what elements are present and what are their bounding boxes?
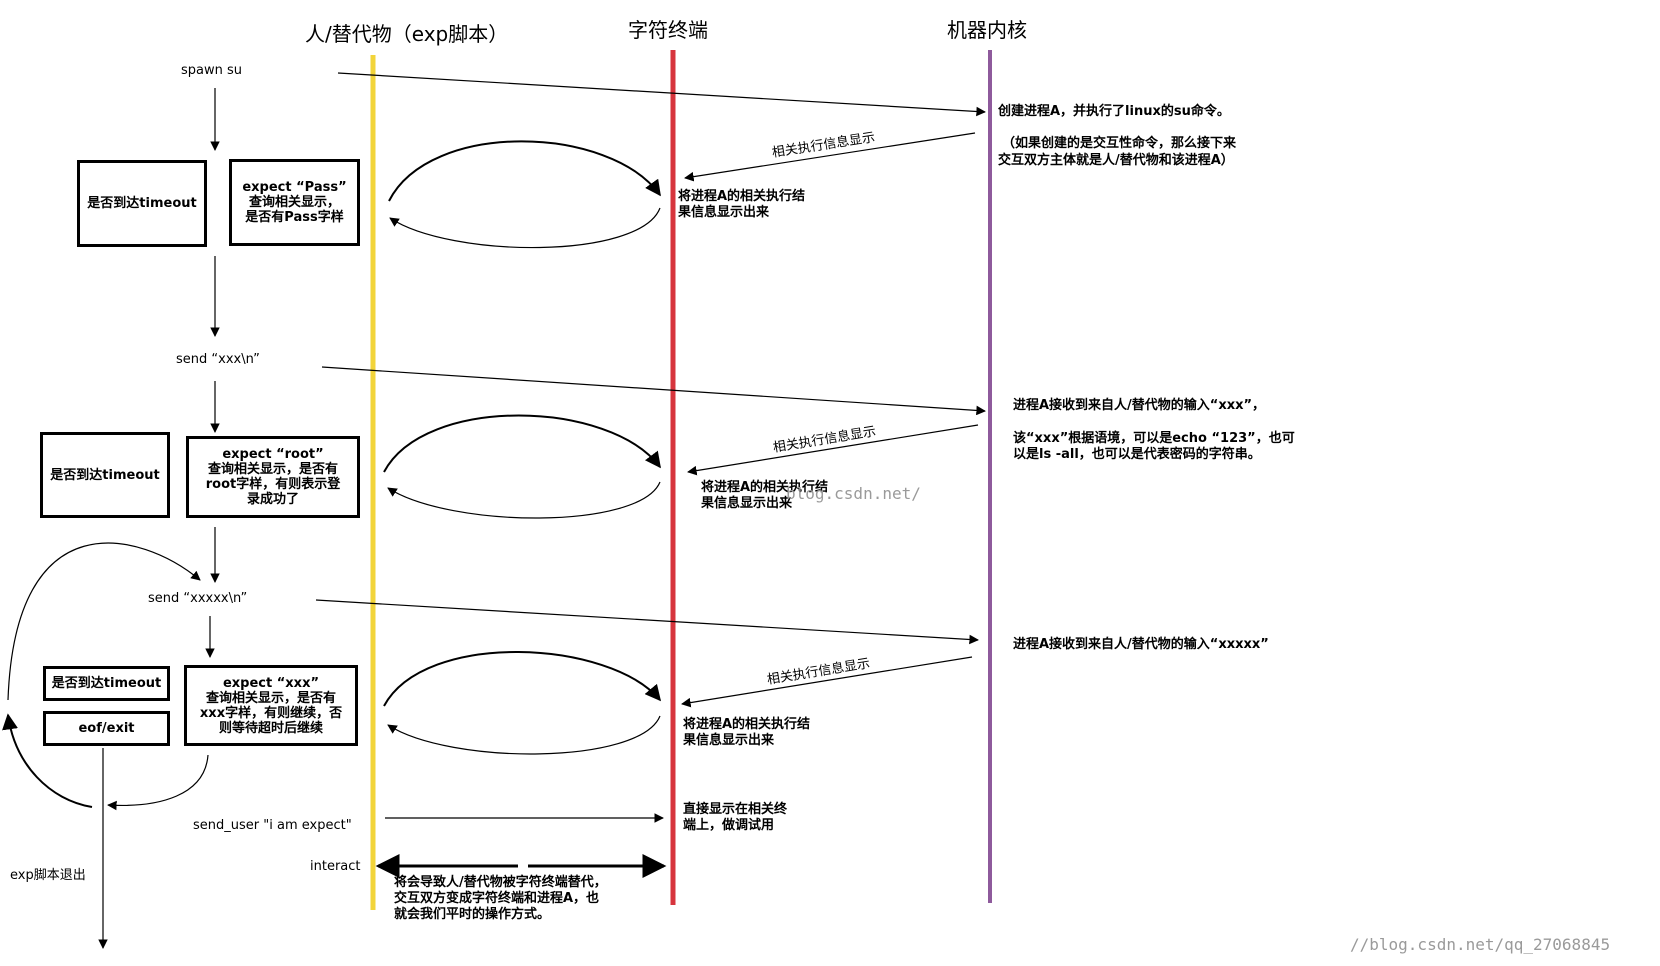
lane-header-terminal: 字符终端	[628, 18, 708, 42]
timeout-box-3-text: 是否到达timeout	[51, 676, 162, 691]
interact-note-line-3: 就会我们平时的操作方式。	[394, 907, 551, 922]
flow-arrow-expect3-to-senduser	[107, 754, 209, 811]
kernel-note-1-line-1: 创建进程A，并执行了linux的su命令。	[998, 104, 1230, 119]
timeout-box-2-text: 是否到达timeout	[50, 467, 160, 483]
result-note-3-line-1: 将进程A的相关执行结	[683, 717, 811, 732]
interact-note-line-2: 交互双方变成字符终端和进程A，也	[394, 891, 600, 906]
expect-pass-box: expect “Pass” 查询相关显示， 是否有Pass字样	[229, 159, 360, 246]
expect-loop-2-top	[383, 414, 661, 473]
expect-loop-1-bottom	[389, 207, 661, 249]
step-exit: exp脚本退出	[10, 868, 86, 883]
lane-header-kernel: 机器内核	[947, 18, 1027, 42]
watermark-footer: //blog.csdn.net/qq_27068845	[1350, 935, 1611, 954]
send2-arrow	[315, 599, 979, 645]
step-send1: send “xxx\n”	[176, 352, 260, 367]
timeout-box-2: 是否到达timeout	[40, 432, 170, 518]
kernel-note-2-line-3: 以是ls -all，也可以是代表密码的字符串。	[1013, 447, 1261, 462]
spawn-arrow	[337, 72, 986, 117]
display-note-line-1: 直接显示在相关终	[683, 802, 788, 817]
step-send2: send “xxxxx\n”	[148, 591, 248, 606]
step-send-user: send_user "i am expect"	[193, 818, 352, 833]
expect-xxx-box: expect “xxx” 查询相关显示，是否有 xxx字样，有则继续，否 则等待…	[184, 665, 358, 746]
result-note-2-line-2: 果信息显示出来	[701, 496, 793, 511]
loop-back-arc-bottom	[2, 713, 93, 808]
timeout-box-1: 是否到达timeout	[77, 160, 207, 247]
result-note-1-line-2: 果信息显示出来	[678, 205, 770, 220]
watermark-middle: blog.csdn.net/	[786, 484, 921, 503]
expect-loop-1-top	[388, 140, 661, 202]
expect-loop-2-bottom	[387, 481, 661, 519]
kernel-note-3: 进程A接收到来自人/替代物的输入“xxxxx”	[1013, 637, 1269, 652]
feedback2-arrow	[687, 424, 979, 476]
result-note-2-line-1: 将进程A的相关执行结	[701, 480, 829, 495]
expect-xxx-box-text: expect “xxx” 查询相关显示，是否有 xxx字样，有则继续，否 则等待…	[199, 675, 343, 736]
eof-exit-box-text: eof/exit	[78, 721, 135, 736]
lane-header-actor: 人/替代物（exp脚本）	[305, 22, 509, 46]
timeout-box-3: 是否到达timeout	[43, 666, 170, 701]
feedback1-arrow	[684, 132, 976, 182]
expect-pass-box-text: expect “Pass” 查询相关显示， 是否有Pass字样	[242, 180, 347, 225]
display-note-line-2: 端上，做调试用	[683, 818, 775, 833]
kernel-note-1-line-2: （如果创建的是交互性命令，那么接下来	[1002, 136, 1237, 151]
kernel-note-2-line-2: 该“xxx”根据语境，可以是echo “123”，也可	[1013, 431, 1295, 446]
interact-note-line-1: 将会导致人/替代物被字符终端替代，	[394, 875, 607, 890]
expect-loop-3-top	[383, 651, 662, 707]
step-interact: interact	[310, 859, 361, 874]
result-note-1-line-1: 将进程A的相关执行结	[678, 189, 806, 204]
loop-back-arc-to-send2	[7, 542, 201, 701]
timeout-box-1-text: 是否到达timeout	[87, 196, 197, 211]
kernel-note-2-line-1: 进程A接收到来自人/替代物的输入“xxx”，	[1013, 398, 1266, 413]
kernel-note-1-line-3: 交互双方主体就是人/替代物和该进程A）	[998, 153, 1234, 168]
expect-loop-3-bottom	[387, 715, 661, 755]
expect-root-box: expect “root” 查询相关显示，是否有 root字样，有则表示登 录成…	[186, 436, 360, 518]
feedback3-arrow	[681, 656, 973, 708]
eof-exit-box: eof/exit	[43, 711, 170, 746]
step-spawn: spawn su	[181, 63, 243, 78]
send1-arrow	[321, 366, 986, 416]
expect-root-box-text: expect “root” 查询相关显示，是否有 root字样，有则表示登 录成…	[205, 447, 341, 507]
result-note-3-line-2: 果信息显示出来	[683, 733, 775, 748]
